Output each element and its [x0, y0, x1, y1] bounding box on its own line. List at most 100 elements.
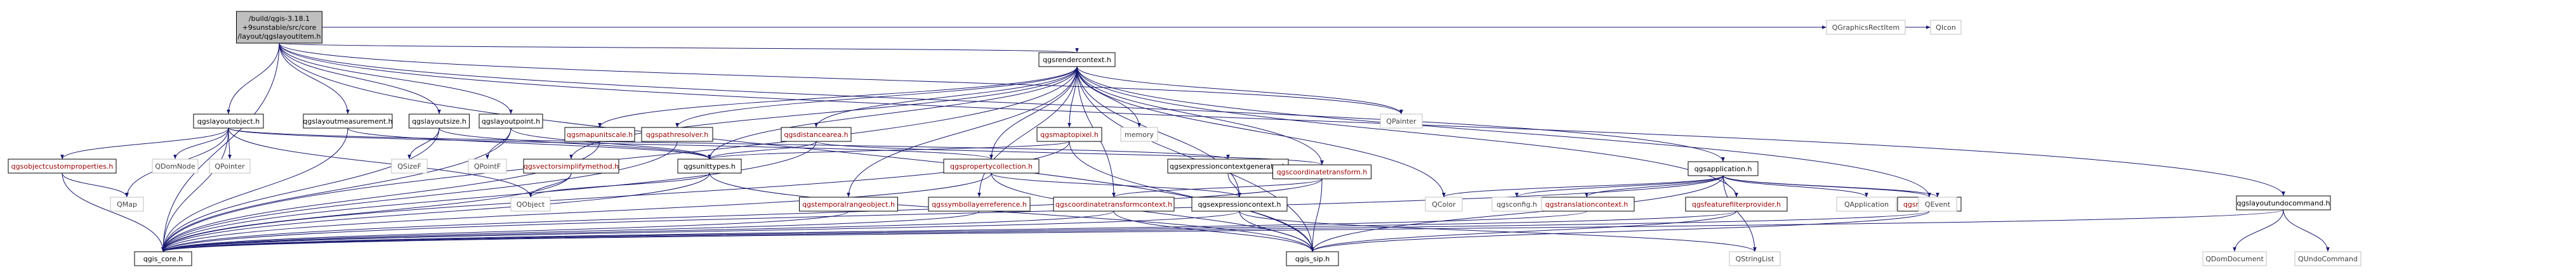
- edge-qgsrendercontext-to-qgsunittypes: [708, 66, 1078, 160]
- node-QUndoCommand: QUndoCommand: [2294, 251, 2361, 266]
- node-label: qgsvectorsimplifymethod.h: [524, 162, 619, 171]
- node-label: qgsdistancearea.h: [784, 131, 848, 139]
- edge-qgsmaptopixel-to-qgis_sip: [1069, 141, 1314, 252]
- node-label: qgsapplication.h: [1694, 165, 1752, 173]
- node-qgslayoutundocommand[interactable]: qgslayoutundocommand.h: [2236, 195, 2331, 211]
- node-qgis_sip[interactable]: qgis_sip.h: [1286, 251, 1339, 266]
- node-qgsexpressioncontextgenerator[interactable]: qgsexpressioncontextgenerator.h: [1167, 159, 1289, 174]
- node-label: qgis_core.h: [143, 255, 183, 263]
- node-label: qgslayoutmeasurement.h: [303, 117, 392, 126]
- node-qgspropertycollection[interactable]: qgspropertycollection.h: [943, 159, 1040, 174]
- node-QDomNode: QDomNode: [152, 159, 199, 174]
- node-label: qgscoordinatetransformcontext.h: [1055, 200, 1172, 209]
- edge-qgssymbollayerreference-to-qgis_core: [161, 211, 980, 252]
- node-qgsexpressioncontext[interactable]: qgsexpressioncontext.h: [1191, 197, 1288, 212]
- edge-qgsfeaturefilterprovider-to-qgis_core: [161, 211, 1737, 252]
- node-box: [928, 197, 1031, 212]
- node-label: qgsobjectcustomproperties.h: [11, 162, 114, 171]
- node-qgis_core[interactable]: qgis_core.h: [134, 251, 192, 266]
- edge-qgsapplication-to-qgsconfig: [1515, 175, 1724, 198]
- node-qgsmapunitscale[interactable]: qgsmapunitscale.h: [564, 127, 635, 142]
- edge-qgsapplication-to-QStringList: [1722, 175, 1757, 252]
- node-QApplication: QApplication: [1836, 197, 1897, 212]
- node-box: [409, 114, 470, 129]
- edge-qgsmaptopixel-to-qgsunittypes: [708, 141, 1070, 160]
- node-label: qgsmaptopixel.h: [1040, 131, 1099, 139]
- node-label: memory: [1125, 131, 1154, 139]
- edge-qgsapplication-to-QColor: [1442, 175, 1724, 198]
- node-label: QPointer: [215, 162, 245, 171]
- edge-qgsrendercontext-to-qgspathresolver: [675, 66, 1078, 128]
- node-qgslayoutpoint[interactable]: qgslayoutpoint.h: [479, 114, 543, 129]
- node-box: [209, 159, 251, 174]
- edge-qgsdistancearea-to-qgis_core: [161, 141, 817, 252]
- node-label: qgslayoutobject.h: [197, 117, 260, 126]
- node-qgslayoutsize[interactable]: qgslayoutsize.h: [409, 114, 470, 129]
- edge-qgsapplication-to-qgsrectangle: [1722, 175, 1931, 198]
- node-box: [110, 197, 144, 212]
- node-root[interactable]: /build/qgis-3.18.1+9sunstable/src/core/l…: [236, 11, 322, 44]
- node-label: qgis_sip.h: [1295, 255, 1330, 263]
- node-label: QDomNode: [155, 162, 195, 171]
- node-label: qgsunittypes.h: [684, 162, 736, 171]
- node-QIcon: QIcon: [1930, 20, 1962, 35]
- node-qgstranslationcontext[interactable]: qgstranslationcontext.h: [1538, 197, 1635, 212]
- node-label: qgspathresolver.h: [646, 131, 709, 139]
- node-box: [1918, 197, 1957, 212]
- node-qgssymbollayerreference[interactable]: qgssymbollayerreference.h: [928, 197, 1031, 212]
- edge-qgslayoutobject-to-qgsexpressioncontextgenerator: [228, 127, 1230, 160]
- node-qgspathresolver[interactable]: qgspathresolver.h: [641, 127, 713, 142]
- node-QPointF: QPointF: [468, 159, 507, 174]
- edge-qgscoordinatetransform-to-qgis_core: [161, 178, 1323, 252]
- edge-qgsapplication-to-qgis_sip: [1311, 175, 1724, 252]
- node-qgstemporalrangeobject[interactable]: qgstemporalrangeobject.h: [799, 197, 898, 212]
- node-box: [1685, 197, 1788, 212]
- edge-qgslayoutobject-to-QPointer: [228, 127, 232, 160]
- edge-qgslayoutpoint-to-qgsunittypes: [510, 127, 711, 160]
- node-qgsfeaturefilterprovider[interactable]: qgsfeaturefilterprovider.h: [1685, 197, 1788, 212]
- edge-qgsexpressioncontextgenerator-to-qgsexpressioncontext: [1227, 172, 1241, 198]
- edge-qgsrendercontext-to-qgssymbollayerreference: [977, 66, 1078, 198]
- node-box: [1191, 197, 1288, 212]
- node-label: QEvent: [1925, 200, 1951, 209]
- edge-qgsapplication-to-qgis_core: [161, 175, 1724, 252]
- node-box: [677, 159, 742, 174]
- node-qgscoordinatetransform[interactable]: qgscoordinatetransform.h: [1272, 164, 1371, 179]
- node-box: [1836, 197, 1897, 212]
- node-label: qgslayoutsize.h: [412, 117, 466, 126]
- node-box: [523, 159, 619, 174]
- node-label: QSizeF: [397, 162, 421, 171]
- edge-qgsrendercontext-to-qgspropertycollection: [989, 66, 1078, 160]
- edge-qgsexpressioncontext-to-QStringList: [1239, 211, 1757, 252]
- node-QMap: QMap: [110, 197, 144, 212]
- node-qgsunittypes[interactable]: qgsunittypes.h: [677, 159, 742, 174]
- node-box: [391, 159, 428, 174]
- node-label: QPointF: [474, 162, 501, 171]
- node-qgsconfig: qgsconfig.h: [1491, 197, 1542, 212]
- node-label: +9sunstable/src/core: [242, 23, 317, 32]
- edge-qgsrendercontext-to-memory: [1076, 66, 1141, 128]
- node-box: [1491, 197, 1542, 212]
- node-qgslayoutmeasurement[interactable]: qgslayoutmeasurement.h: [303, 114, 393, 129]
- edge-qgspropertycollection-to-qgis_sip: [991, 172, 1314, 252]
- node-qgsdistancearea[interactable]: qgsdistancearea.h: [781, 127, 852, 142]
- node-QColor: QColor: [1425, 197, 1463, 212]
- node-QStringList: QStringList: [1729, 251, 1781, 266]
- node-qgsobjectcustomproperties[interactable]: qgsobjectcustomproperties.h: [8, 159, 117, 174]
- node-qgslayoutobject[interactable]: qgslayoutobject.h: [193, 114, 264, 129]
- node-QDomDocument: QDomDocument: [2202, 251, 2267, 266]
- node-qgsmaptopixel[interactable]: qgsmaptopixel.h: [1036, 127, 1102, 142]
- node-box: [134, 251, 192, 266]
- node-qgsapplication[interactable]: qgsapplication.h: [1688, 161, 1759, 176]
- edge-qgspropertycollection-to-qgis_core: [161, 172, 992, 252]
- node-label: qgsexpressioncontextgenerator.h: [1170, 162, 1286, 171]
- node-label: qgsmapunitscale.h: [567, 131, 633, 139]
- node-qgsrendercontext[interactable]: qgsrendercontext.h: [1038, 52, 1116, 67]
- edge-qgslayoutsize-to-qgsunittypes: [439, 127, 711, 160]
- edge-qgslayoutmeasurement-to-qgsunittypes: [347, 127, 711, 160]
- node-qgscoordinatetransformcontext[interactable]: qgscoordinatetransformcontext.h: [1053, 197, 1175, 212]
- node-box: [2294, 251, 2361, 266]
- edge-qgsrendercontext-to-qgis_core: [161, 66, 1078, 252]
- node-qgsvectorsimplifymethod[interactable]: qgsvectorsimplifymethod.h: [523, 159, 619, 174]
- node-box: [641, 127, 713, 142]
